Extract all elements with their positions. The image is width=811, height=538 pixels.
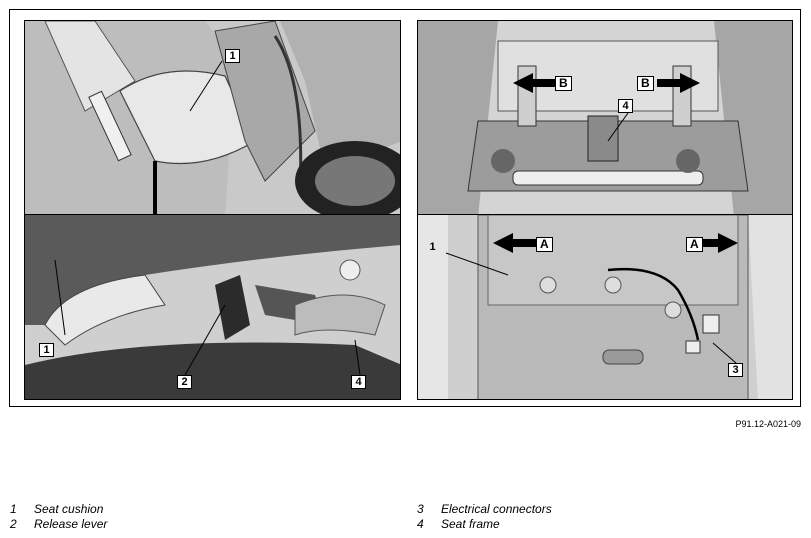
legend-left: 1 Seat cushion 2 Release lever [10, 502, 107, 532]
seat-frame-bottom-illustration [418, 215, 792, 399]
panel-seat-frame-bottom: 1 A A 3 [417, 214, 793, 400]
release-lever-illustration [25, 215, 400, 399]
arrow-label-b-left: B [555, 76, 572, 91]
legend-right: 3 Electrical connectors 4 Seat frame [417, 502, 552, 532]
legend-text: Release lever [34, 517, 108, 531]
callout-2: 2 [177, 375, 192, 389]
legend-text: Electrical connectors [441, 502, 552, 516]
arrow-label-a-left: A [536, 237, 553, 252]
arrow-label-b-right: B [637, 76, 654, 91]
legend-number: 3 [417, 502, 424, 516]
callout-4: 4 [618, 99, 633, 113]
legend-text: Seat frame [441, 517, 500, 531]
panel-seat-frame-top: B B 4 [417, 20, 793, 216]
figure-id: P91.12-A021-09 [735, 419, 801, 429]
legend-number: 4 [417, 517, 424, 531]
seat-overview-illustration [25, 21, 400, 215]
callout-4: 4 [351, 375, 366, 389]
legend-item: 3 Electrical connectors [417, 502, 552, 517]
seat-frame-top-illustration [418, 21, 792, 215]
callout-3: 3 [728, 363, 743, 377]
callout-1: 1 [39, 343, 54, 357]
panel-seat-overview: 1 [24, 20, 401, 216]
callout-1: 1 [225, 49, 240, 63]
legend-item: 4 Seat frame [417, 517, 552, 532]
figure-frame: 1 1 2 4 [9, 9, 801, 407]
legend-text: Seat cushion [34, 502, 104, 516]
legend-item: 2 Release lever [10, 517, 107, 532]
panel-release-lever: 1 2 4 [24, 214, 401, 400]
legend-number: 2 [10, 517, 17, 531]
arrow-label-a-right: A [686, 237, 703, 252]
legend-item: 1 Seat cushion [10, 502, 107, 517]
legend-number: 1 [10, 502, 17, 516]
callout-1: 1 [429, 241, 436, 253]
